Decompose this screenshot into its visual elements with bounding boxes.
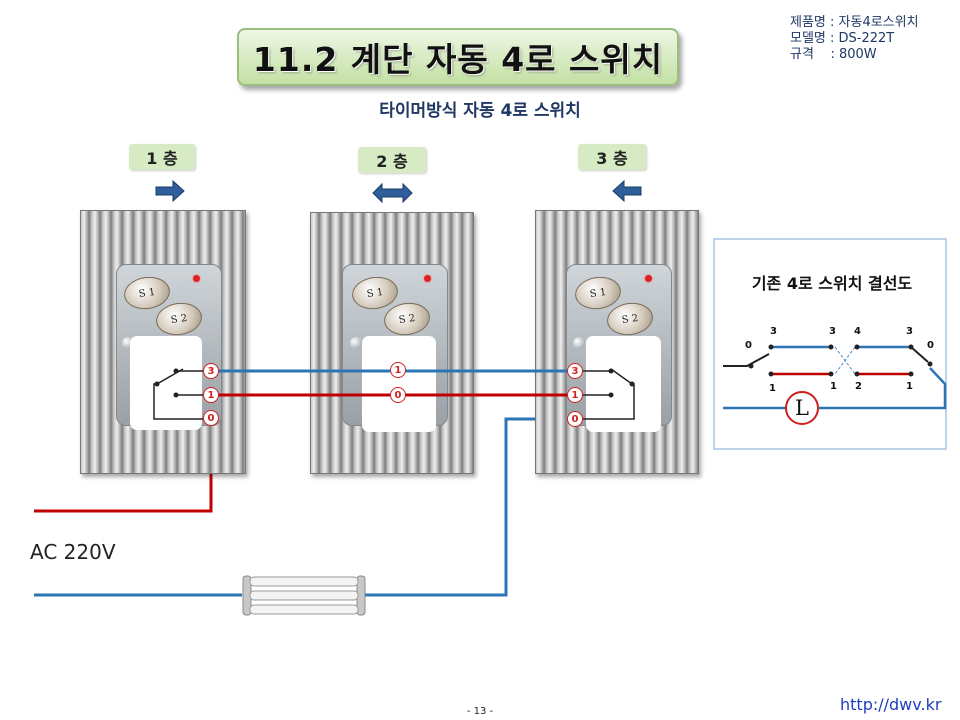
inset-label-bottom: 1 — [830, 381, 837, 392]
page-number: - 13 - — [466, 706, 494, 717]
spec-rating: 규격 : 800W — [790, 47, 877, 62]
terminal-3: 3 — [203, 363, 219, 379]
wiring-panel — [362, 336, 436, 432]
spec-product: 제품명 : 자동4로스위치 — [790, 15, 919, 30]
page-subtitle: 타이머방식 자동 4로 스위치 — [379, 101, 581, 121]
fluorescent-lamp — [240, 571, 368, 619]
conventional-wiring-inset: 기존 4로 스위치 결선도 0 3 3 4 3 0 1 1 2 1 L — [713, 238, 947, 450]
terminal-1: 1 — [567, 387, 583, 403]
wiring-panel — [586, 336, 661, 432]
spec-model: 모델명 : DS-222T — [790, 31, 895, 46]
inset-schematic — [723, 344, 947, 410]
product-spec: 제품명 : 자동4로스위치 모델명 : DS-222T 규격 : 800W — [790, 15, 919, 63]
right-arrow-icon — [155, 179, 185, 203]
inset-label-bottom: 1 — [906, 381, 913, 392]
double-arrow-icon — [372, 182, 413, 204]
floor-1-label: 1 층 — [129, 144, 195, 170]
inset-title: 기존 4로 스위치 결선도 — [751, 274, 913, 293]
terminal-0: 0 — [203, 410, 219, 426]
terminal-3: 3 — [567, 363, 583, 379]
terminal-0: 0 — [567, 411, 583, 427]
indicator-led — [193, 275, 200, 282]
sensor-lens — [350, 337, 362, 349]
terminal-1: 1 — [390, 362, 406, 378]
inset-label-0-right: 0 — [927, 340, 934, 351]
lamp-icon: L — [785, 391, 819, 425]
terminal-0: 0 — [390, 387, 406, 403]
terminal-1: 1 — [203, 387, 219, 403]
inset-label-top: 3 — [829, 326, 836, 337]
inset-label-0-left: 0 — [745, 340, 752, 351]
floor-2-label: 2 층 — [358, 147, 426, 173]
inset-label-top: 4 — [854, 326, 861, 337]
inset-label-top: 3 — [906, 326, 913, 337]
supply-voltage-label: AC 220V — [30, 540, 116, 564]
indicator-led — [645, 275, 652, 282]
inset-label-bottom: 2 — [855, 381, 862, 392]
left-arrow-icon — [612, 179, 642, 203]
page-title: 11.2 계단 자동 4로 스위치 — [237, 28, 679, 86]
floor-3-label: 3 층 — [578, 144, 646, 170]
sensor-lens — [573, 337, 585, 349]
inset-label-bottom: 1 — [769, 383, 776, 394]
inset-label-top: 3 — [770, 326, 777, 337]
website-link[interactable]: http://dwv.kr — [840, 695, 942, 714]
indicator-led — [424, 275, 431, 282]
wiring-panel — [130, 336, 202, 430]
